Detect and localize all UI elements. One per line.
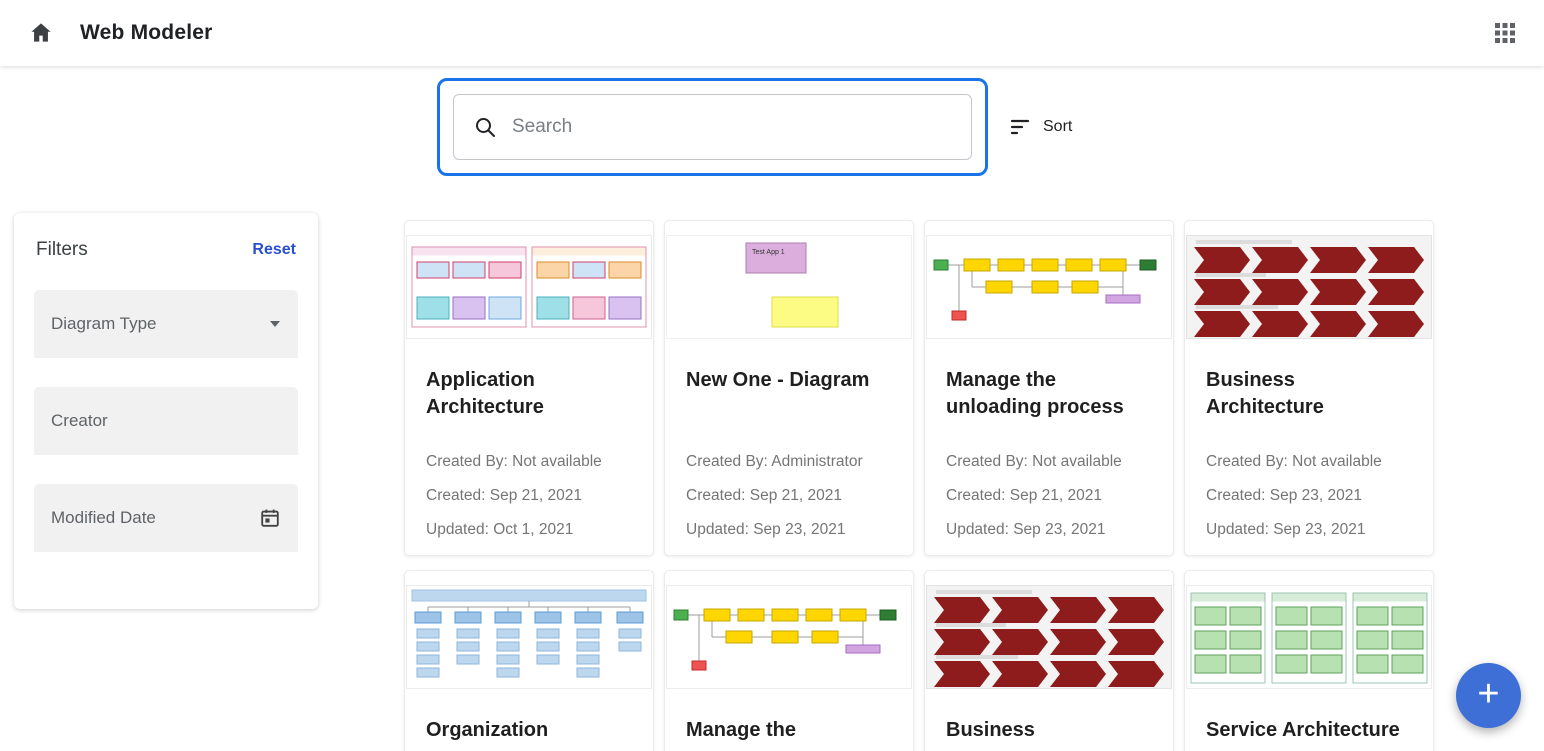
- diagram-card-manage-unloading-process[interactable]: Manage the unloading process Created By:…: [924, 220, 1174, 556]
- diagram-title: Service Architecture: [1206, 719, 1400, 741]
- diagram-thumbnail: [925, 221, 1173, 349]
- creator-input[interactable]: Creator: [34, 387, 298, 455]
- created-date: Created: Sep 21, 2021: [946, 487, 1102, 504]
- diagram-thumbnail: Test App 1: [665, 221, 913, 349]
- updated-date: Updated: Sep 23, 2021: [686, 521, 846, 538]
- diagram-thumbnail: [1185, 571, 1433, 699]
- created-date: Created: Sep 21, 2021: [426, 487, 582, 504]
- diagram-card-application-architecture[interactable]: Application Architecture Created By: Not…: [404, 220, 654, 556]
- diagram-card-manage-the[interactable]: Manage the: [664, 570, 914, 751]
- search-focus-ring: [437, 78, 988, 176]
- diagram-title: Business Architecture: [1206, 369, 1324, 418]
- thumbnail-shape-label: Test App 1: [752, 249, 785, 256]
- created-date: Created: Sep 23, 2021: [1206, 487, 1362, 504]
- apps-grid-icon[interactable]: [1494, 22, 1516, 44]
- diagram-title: Application Architecture: [426, 369, 544, 418]
- sort-icon: [1010, 118, 1032, 136]
- diagram-card-business[interactable]: Business: [924, 570, 1174, 751]
- modified-date-input[interactable]: Modified Date: [34, 484, 298, 552]
- created-date: Created: Sep 21, 2021: [686, 487, 842, 504]
- diagram-title: Organization: [426, 719, 549, 741]
- search-icon: [474, 116, 497, 139]
- calendar-icon[interactable]: [259, 507, 281, 529]
- diagram-card-organization[interactable]: Organization: [404, 570, 654, 751]
- created-by: Created By: Not available: [1206, 453, 1382, 470]
- diagram-grid: Application Architecture Created By: Not…: [404, 220, 1434, 751]
- creator-label: Creator: [51, 411, 108, 430]
- updated-date: Updated: Sep 23, 2021: [1206, 521, 1366, 538]
- created-by: Created By: Not available: [426, 453, 602, 470]
- top-app-bar: Web Modeler: [0, 0, 1544, 66]
- diagram-thumbnail: [1185, 221, 1433, 349]
- diagram-thumbnail: [405, 221, 653, 349]
- diagram-title: Business: [946, 719, 1035, 741]
- diagram-thumbnail: [925, 571, 1173, 699]
- reset-filters-button[interactable]: Reset: [252, 241, 296, 258]
- diagram-title: Manage the unloading process: [946, 369, 1124, 418]
- updated-date: Updated: Oct 1, 2021: [426, 521, 574, 538]
- diagram-card-business-architecture[interactable]: Business Architecture Created By: Not av…: [1184, 220, 1434, 556]
- diagram-type-select[interactable]: Diagram Type: [34, 290, 298, 358]
- updated-date: Updated: Sep 23, 2021: [946, 521, 1106, 538]
- diagram-card-new-one-diagram[interactable]: Test App 1 New One - Diagram Created By:…: [664, 220, 914, 556]
- sort-label: Sort: [1043, 118, 1073, 135]
- diagram-thumbnail: [665, 571, 913, 699]
- search-input[interactable]: [512, 95, 971, 159]
- diagram-type-label: Diagram Type: [51, 314, 157, 333]
- home-icon[interactable]: [28, 20, 54, 46]
- modified-date-label: Modified Date: [51, 508, 156, 527]
- diagram-title: Manage the: [686, 719, 797, 741]
- plus-icon: +: [1477, 673, 1500, 715]
- sort-button[interactable]: Sort: [1010, 112, 1072, 142]
- diagram-thumbnail: [405, 571, 653, 699]
- filters-title: Filters: [36, 239, 88, 260]
- add-diagram-button[interactable]: +: [1456, 663, 1521, 728]
- diagram-title: New One - Diagram: [686, 369, 870, 391]
- search-field[interactable]: [453, 94, 972, 160]
- diagram-card-service-architecture[interactable]: Service Architecture: [1184, 570, 1434, 751]
- created-by: Created By: Administrator: [686, 453, 863, 470]
- chevron-down-icon: [269, 320, 281, 328]
- app-title: Web Modeler: [80, 21, 213, 44]
- filters-panel: Filters Reset Diagram Type Creator Modif…: [14, 213, 318, 609]
- created-by: Created By: Not available: [946, 453, 1122, 470]
